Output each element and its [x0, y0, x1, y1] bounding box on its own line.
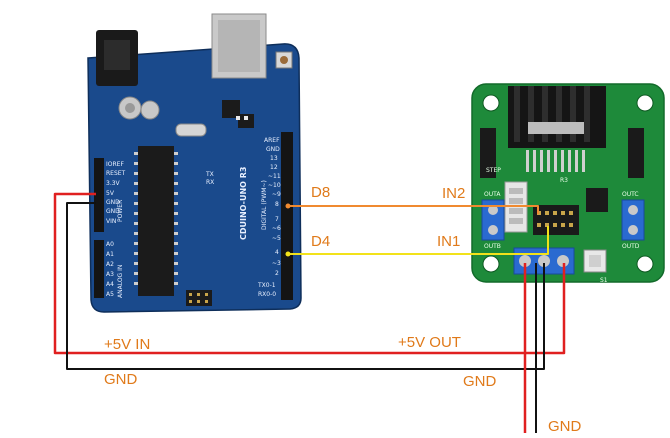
- pin-dot-d4: [285, 251, 291, 257]
- pin-label: 5V: [106, 190, 115, 197]
- r3-label: R3: [560, 177, 568, 184]
- label-in2: IN2: [442, 185, 466, 202]
- pin-label: 3.3V: [106, 180, 121, 187]
- pin-label: RX0-0: [258, 291, 276, 298]
- screw-terminal-right: [621, 199, 645, 241]
- rx-label: RX: [206, 179, 214, 186]
- step-label: STEP: [486, 167, 501, 174]
- pin-label: A4: [106, 281, 114, 288]
- pin-label: A1: [106, 251, 114, 258]
- wire-d8-in2: [288, 205, 539, 214]
- analog-label: ANALOG IN: [117, 265, 124, 298]
- analog-pin-labels: A0 A1 A2 A3 A4 A5: [106, 241, 114, 298]
- microcontroller-chip: [138, 146, 174, 296]
- s1-label: S1: [600, 277, 608, 284]
- outc-label: OUTC: [622, 191, 639, 198]
- pin-label: ~3: [272, 260, 281, 267]
- pin-label: 8: [275, 201, 279, 208]
- pin-label: GND: [266, 146, 280, 153]
- outb-label: OUTB: [484, 243, 501, 250]
- digital-header-label: DIGITAL (PWM~): [261, 180, 268, 230]
- label-gnd-right: GND: [463, 373, 497, 390]
- pin-label: A2: [106, 261, 114, 268]
- outd-label: OUTD: [622, 243, 640, 250]
- pin-label: 7: [275, 216, 279, 223]
- wires: [53, 192, 566, 433]
- pin-label: IOREF: [106, 161, 124, 168]
- pin-label: 12: [270, 164, 278, 171]
- capacitor-2: [140, 100, 160, 120]
- wire-gnd: [66, 202, 545, 370]
- pin-label: TX0-1: [257, 282, 276, 289]
- pin-label: AREF: [264, 137, 280, 144]
- pin-label: ~10: [268, 182, 281, 189]
- pin-label: ~5: [272, 235, 281, 242]
- pin-label: ~9: [272, 191, 281, 198]
- digital-header: [281, 132, 293, 300]
- label-in1: IN1: [437, 233, 461, 250]
- label-gnd-left: GND: [104, 371, 138, 388]
- power-pin-labels: IOREF RESET 3.3V 5V GND GND VIN: [106, 161, 126, 225]
- heatsink: [508, 86, 606, 148]
- pin-label: 4: [275, 249, 279, 256]
- input-header: [533, 205, 579, 235]
- pin-label: 2: [275, 270, 279, 277]
- wire-d4-in1: [288, 226, 549, 255]
- pin-label: A3: [106, 271, 114, 278]
- label-d8: D8: [311, 184, 331, 201]
- pin-label: GND: [106, 199, 120, 206]
- pin-label: A5: [106, 291, 114, 298]
- label-d4: D4: [311, 233, 331, 250]
- tx-label: TX: [205, 171, 214, 178]
- analog-header: [94, 240, 104, 298]
- pin-label: VIN: [106, 218, 116, 225]
- pin-label: GND: [106, 208, 120, 215]
- power-header: [94, 158, 104, 232]
- power-label: POWER: [117, 200, 124, 222]
- pin-dot-d8: [285, 203, 291, 209]
- pin-label: ~11: [268, 173, 281, 180]
- motor-driver-board: OUTA OUTB OUTC OUTD STEP S1 R3: [471, 83, 665, 284]
- outa-label: OUTA: [484, 191, 501, 198]
- pin-label: 13: [270, 155, 278, 162]
- pin-label: A0: [106, 241, 114, 248]
- pin-label: ~6: [272, 225, 281, 232]
- label-5v-out: +5V OUT: [398, 334, 461, 351]
- screw-terminal-left: [481, 199, 505, 241]
- arduino-model-label: CDUINO-UNO R3: [239, 167, 248, 240]
- wire-5v: [53, 192, 566, 355]
- digital-pin-labels: AREF GND 13 12 ~11 ~10 ~9 8 7 ~6 ~5 4 ~3…: [257, 137, 281, 298]
- pin-label: RESET: [106, 170, 126, 177]
- label-gnd-bottom: GND: [548, 419, 582, 433]
- label-5v-in: +5V IN: [104, 336, 151, 353]
- arduino-board: CDUINO-UNO R3 DIGITAL (PWM~) POWER ANALO…: [87, 13, 302, 313]
